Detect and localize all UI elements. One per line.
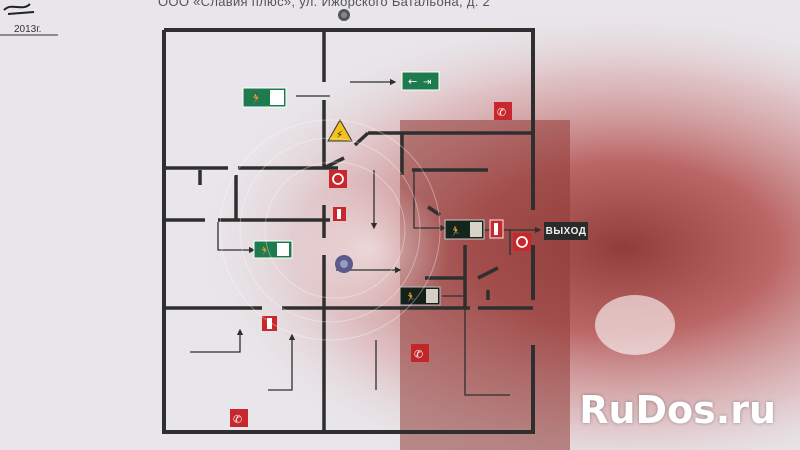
svg-text:←: ← [408,75,417,88]
running-man-exit-sign-center: 🏃 [253,240,293,259]
watermark: RuDos.ru [579,388,776,432]
svg-text:⚡: ⚡ [336,130,343,141]
arrow-exit-sign: ← ⇥ [401,71,440,91]
svg-text:✆: ✆ [233,413,242,426]
svg-text:🏃: 🏃 [250,92,262,105]
svg-text:⇥: ⇥ [423,77,431,88]
glare-spot [290,180,450,320]
svg-text:✆: ✆ [497,106,506,119]
phone-sign-middle: ✆ [411,344,429,362]
running-man-exit-sign: 🏃 [242,87,287,108]
electrical-hazard-sign: ⚡ [327,118,353,142]
header-text: ООО «Славия плюс», ул. Ижорского Батальо… [158,0,491,9]
phone-sign: ✆ [494,102,512,120]
exit-label: ВЫХОД [544,222,588,240]
mounting-screw-center [341,12,347,18]
fire-extinguisher-sign-lower [262,316,277,331]
fire-hose-sign-right [513,233,531,251]
flash-hotspot [595,295,675,355]
signature-mark [3,3,35,15]
evacuation-routes [190,78,542,396]
outer-walls [162,28,535,434]
fire-extinguisher-sign [333,207,346,221]
fire-extinguisher-sign-right [489,219,504,239]
phone-sign-bottom: ✆ [230,409,248,427]
svg-text:🏃: 🏃 [450,225,461,237]
date-text: 2013г. [14,24,42,35]
glass-scratches [219,119,441,341]
running-man-exit-sign-dark: 🏃 [444,219,485,240]
fire-alarm-sign [335,255,353,273]
running-man-exit-sign-lower: 🏃 [399,286,441,306]
fire-hose-sign [329,170,347,188]
interior-walls [164,30,533,432]
svg-text:🏃: 🏃 [405,291,416,303]
svg-text:✆: ✆ [414,348,423,361]
svg-text:🏃: 🏃 [259,245,270,257]
